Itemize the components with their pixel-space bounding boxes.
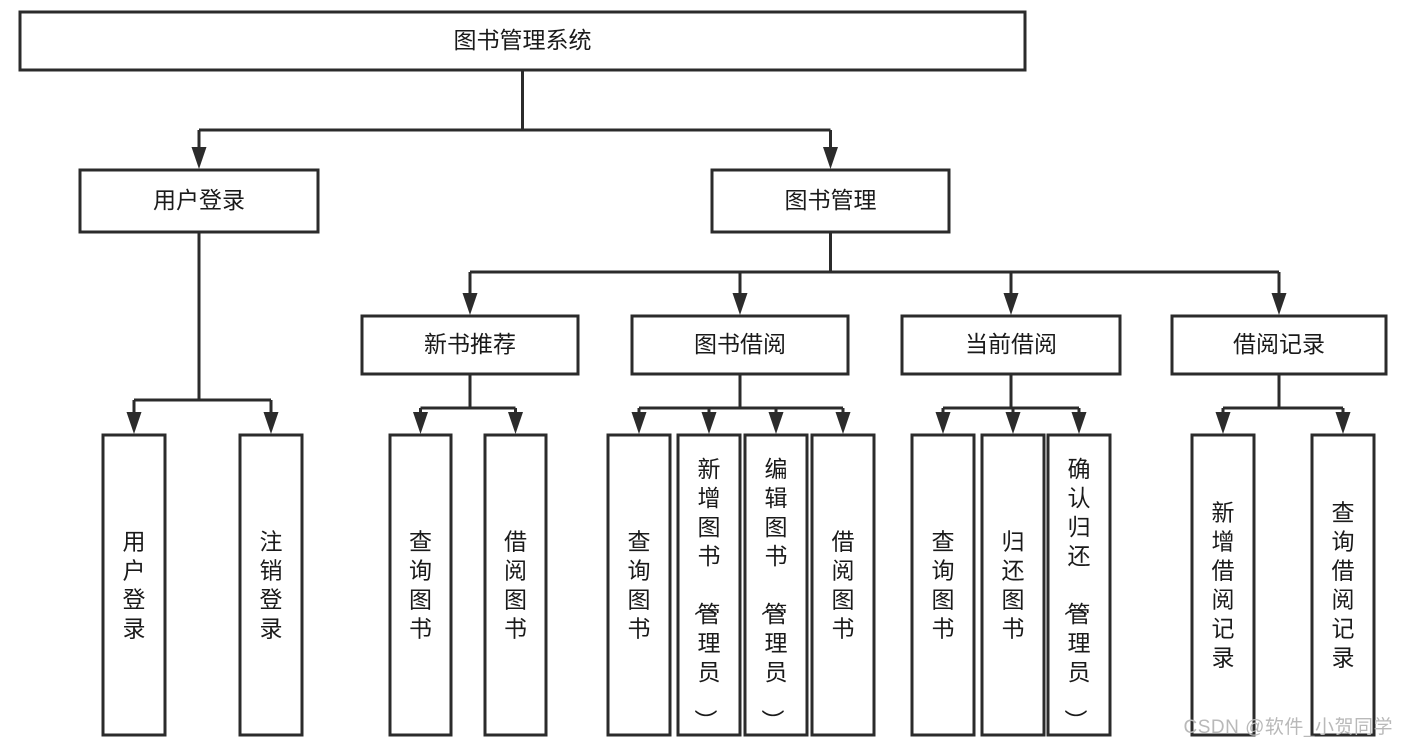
node-box [606,433,672,737]
node-leaf-query-record[interactable]: 查询借阅记录 [1310,433,1376,737]
node-leaf-query-book-3[interactable]: 查询图书 [910,433,976,737]
node-label: 归还图书 [1002,529,1025,642]
node-box [710,168,951,234]
node-leaf-return-book[interactable]: 归还图书 [980,433,1046,737]
node-box [483,433,548,737]
node-leaf-query-book-1[interactable]: 查询图书 [388,433,453,737]
node-label: 查询图书 [628,529,651,642]
node-box [676,433,742,737]
node-label: 确认归还（管理员） [1063,456,1091,732]
node-borrow-record[interactable]: 借阅记录 [1170,314,1388,376]
node-label: 编辑图书（管理员） [760,456,788,732]
node-leaf-borrow-book-2[interactable]: 借阅图书 [810,433,876,737]
node-box [910,433,976,737]
node-leaf-confirm-return[interactable]: 确认归还（管理员） [1046,433,1112,737]
node-label: 借阅记录 [1233,331,1325,357]
connector-group [413,374,523,434]
node-label: 查询借阅记录 [1332,500,1355,671]
node-root[interactable]: 图书管理系统 [18,10,1027,72]
node-leaf-query-book-2[interactable]: 查询图书 [606,433,672,737]
connector-group [631,374,851,434]
node-box [388,433,453,737]
node-book-borrow[interactable]: 图书借阅 [630,314,850,376]
node-box [18,10,1027,72]
connector-group [126,232,279,434]
node-label: 当前借阅 [965,331,1057,357]
connector-group [1215,374,1351,434]
node-box [238,433,304,737]
node-book-manage[interactable]: 图书管理 [710,168,951,234]
node-box [743,433,809,737]
node-label: 查询图书 [409,529,432,642]
node-leaf-add-book[interactable]: 新增图书（管理员） [676,433,742,737]
node-leaf-add-record[interactable]: 新增借阅记录 [1190,433,1256,737]
node-box [980,433,1046,737]
node-label: 图书管理系统 [454,27,592,53]
node-label: 借阅图书 [504,529,527,642]
node-label: 新书推荐 [424,331,516,357]
node-label: 借阅图书 [832,529,855,642]
node-new-book-recommend[interactable]: 新书推荐 [360,314,580,376]
node-box [810,433,876,737]
node-box [78,168,320,234]
node-leaf-borrow-book-1[interactable]: 借阅图书 [483,433,548,737]
node-label: 查询图书 [932,529,955,642]
node-user-login[interactable]: 用户登录 [78,168,320,234]
node-box [1190,433,1256,737]
node-box [1170,314,1388,376]
node-box [360,314,580,376]
node-box [630,314,850,376]
node-label: 用户登录 [123,529,146,642]
node-box [101,433,167,737]
node-label: 新增图书（管理员） [693,456,721,732]
connector-group [935,374,1087,434]
node-label: 新增借阅记录 [1212,500,1235,671]
node-label: 注销登录 [260,529,283,642]
node-box [900,314,1122,376]
connector-group [462,232,1287,315]
node-label: 图书借阅 [694,331,786,357]
node-layer: 图书管理系统用户登录图书管理新书推荐图书借阅当前借阅借阅记录用户登录注销登录查询… [18,10,1388,737]
node-leaf-user-login[interactable]: 用户登录 [101,433,167,737]
node-label: 用户登录 [153,187,245,213]
connector-layer [126,70,1351,434]
node-current-borrow[interactable]: 当前借阅 [900,314,1122,376]
connector-group [191,70,838,169]
node-leaf-logout[interactable]: 注销登录 [238,433,304,737]
node-label: 图书管理 [785,187,877,213]
node-box [1310,433,1376,737]
node-leaf-edit-book[interactable]: 编辑图书（管理员） [743,433,809,737]
node-box [1046,433,1112,737]
